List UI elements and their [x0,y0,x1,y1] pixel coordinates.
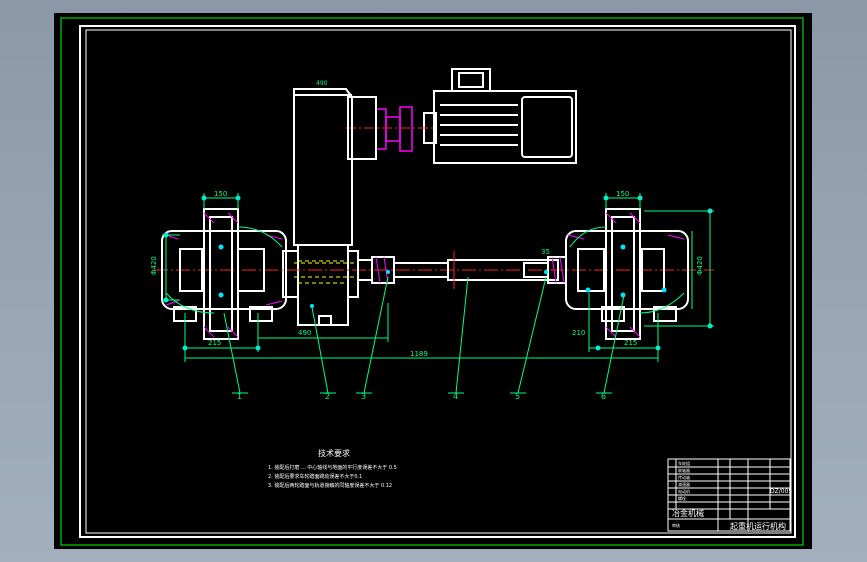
outer-frame [60,17,804,546]
cad-drawing: 490 35 [60,17,804,546]
dim-bearing-right: 210 [572,329,585,337]
inner-frame-2 [85,29,792,534]
title-block-rows: 车轮组 联轴器 传动轴 减速器 电动机 螺栓 [678,460,690,501]
notes-line-2: 2. 装配后要求车轮踏面跳动误差不大于0.1 [268,473,362,480]
notes-title: 技术要求 [318,448,350,458]
inner-frame [79,25,796,538]
drive-shaft-hidden [294,262,358,278]
leader-numbers: 1 2 3 4 5 6 [237,392,606,401]
tb-department: 冶金机械 [672,508,704,518]
dim-wheel-width-right: 150 [616,190,629,198]
cad-viewport[interactable]: 490 35 [54,13,812,549]
leader-3: 3 [361,392,366,401]
tb-row-5: 电动机 [678,488,690,494]
coupling-gap-dim: 35 [541,248,550,256]
shaft-markers [386,270,548,274]
right-wheel-green-detail [569,226,685,314]
dim-total-length: 1189 [410,350,428,358]
tb-row-6: 螺栓 [678,495,686,501]
gearbox-marker [310,304,314,308]
leader-1: 1 [237,392,242,401]
dim-offset-left: 215 [208,339,221,347]
motor [423,68,577,164]
left-wheel-bolts [163,195,261,351]
right-wheel-hatch [567,212,685,338]
leader-5: 5 [515,392,520,401]
right-wheel-assembly [565,208,689,340]
tb-drawing-no: DZ/005 [770,488,792,495]
tb-name: 起重机运行机构 [730,521,786,531]
dim-wheel-width-left: 150 [214,190,227,198]
tb-row-3: 传动轴 [678,474,690,480]
tb-row-2: 联轴器 [678,467,690,473]
leader-6: 6 [601,392,606,401]
tb-row-4: 减速器 [678,481,690,487]
tb-approval: 审核 [672,522,680,528]
dim-offset-right: 215 [624,339,637,347]
gearbox [282,88,359,326]
motor-adapter [347,96,377,160]
leader-2: 2 [325,392,330,401]
left-wheel-green-detail [165,226,283,314]
dim-wheel-dia-left: Φ420 [150,256,158,275]
dimension-lines [162,193,714,362]
drive-shaft [357,256,567,284]
title-block [667,458,791,532]
leader-4: 4 [453,392,458,401]
left-wheel-assembly [161,208,287,340]
dim-wheel-dia-right: Φ420 [696,256,704,275]
leader-lines [223,276,625,394]
notes-line-1: 1. 装配后打磨 ... 中心轴线与地面的平行度误差不大于 0.5 [268,464,397,471]
tb-row-1: 车轮组 [678,460,690,466]
notes-line-3: 3. 装配后两轮踏面与轨道接触的同轴度误差不大于 0.12 [268,482,392,489]
gearbox-hidden-lines [298,260,348,284]
dim-gearbox-width: 490 [298,329,311,337]
motor-coupling [375,106,413,152]
gearbox-top-label: 490 [316,80,328,87]
